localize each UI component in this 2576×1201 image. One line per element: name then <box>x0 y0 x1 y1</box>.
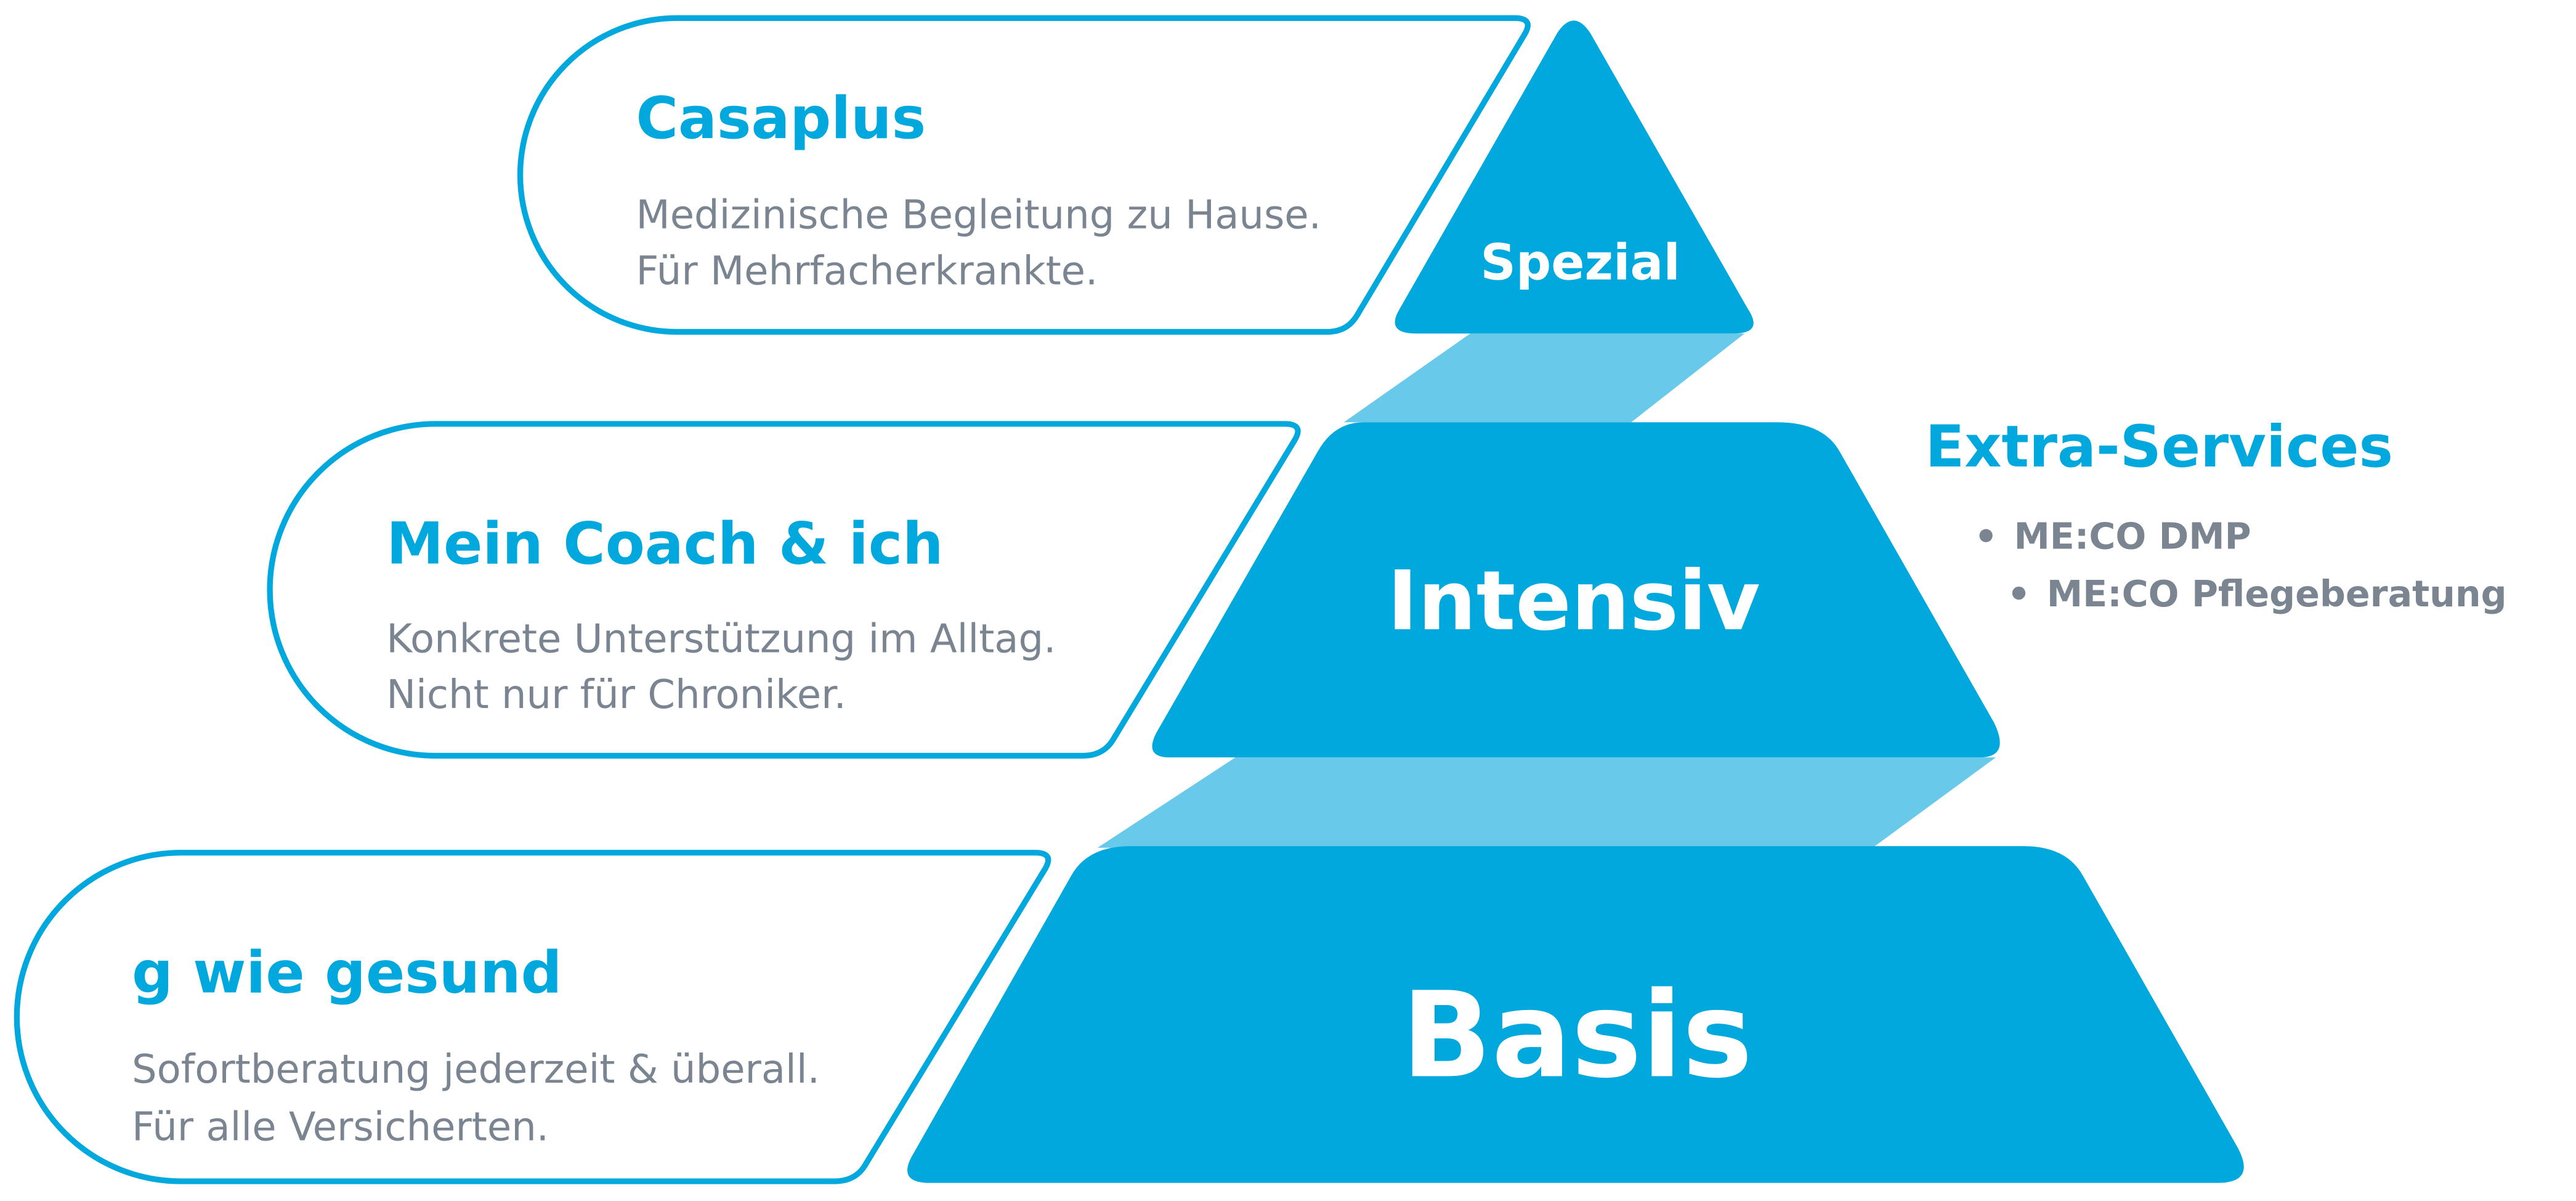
program-title-casaplus: Casaplus <box>636 85 926 152</box>
program-desc-line: Für Mehrfacherkrankte. <box>636 248 1098 294</box>
program-desc-line: Konkrete Unterstützung im Alltag. <box>386 616 1056 662</box>
tier-basis[interactable] <box>907 846 2244 1183</box>
tier-label-intensiv: Intensiv <box>1387 553 1760 649</box>
tier-label-basis: Basis <box>1401 967 1752 1104</box>
callout-mein-coach[interactable] <box>267 421 1301 759</box>
bullet-icon <box>1979 529 1993 542</box>
program-title-g-wie-gesund: g wie gesund <box>132 939 562 1006</box>
connector-spezial-intensiv <box>1343 333 1745 423</box>
extra-services-title: Extra-Services <box>1925 413 2393 481</box>
program-desc-line: Nicht nur für Chroniker. <box>386 672 846 718</box>
callout-casaplus[interactable] <box>517 15 1531 335</box>
program-title-mein-coach: Mein Coach & ich <box>386 511 943 578</box>
extra-service-item: ME:CO Pflegeberatung <box>2047 573 2507 615</box>
program-desc-line: Medizinische Begleitung zu Hause. <box>636 193 1321 238</box>
callout-g-wie-gesund[interactable] <box>14 850 1051 1184</box>
extra-service-item: ME:CO DMP <box>2014 516 2251 558</box>
program-desc-line: Sofortberatung jederzeit & überall. <box>132 1047 820 1093</box>
tier-spezial[interactable] <box>1395 20 1754 334</box>
connector-intensiv-basis <box>1097 757 1996 848</box>
tier-label-spezial: Spezial <box>1480 234 1680 291</box>
bullet-icon <box>2012 586 2026 600</box>
tier-intensiv[interactable] <box>1152 422 2000 758</box>
program-desc-line: Für alle Versicherten. <box>132 1104 549 1150</box>
